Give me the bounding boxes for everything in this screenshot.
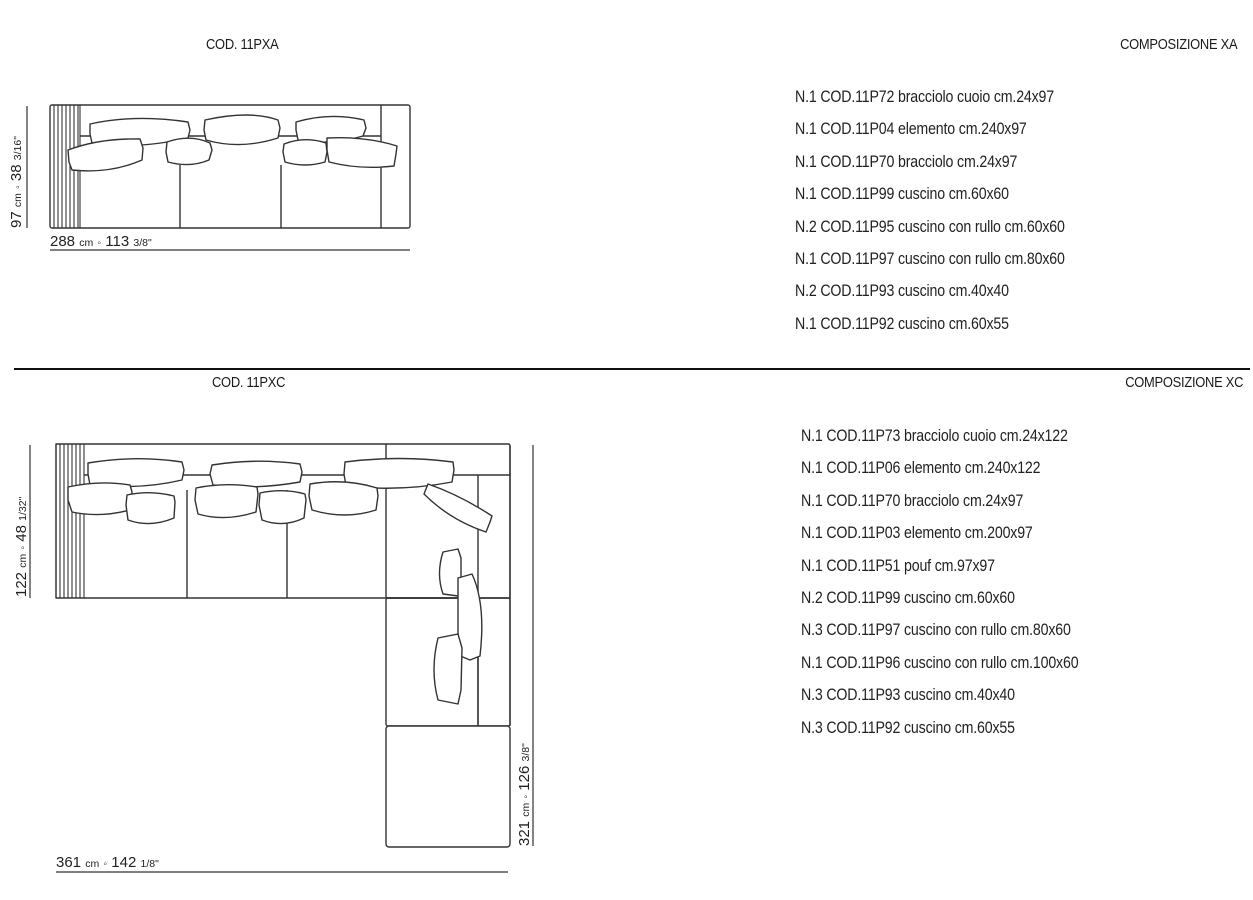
dim-cm-unit: cm bbox=[79, 237, 94, 249]
dim-cm: 288 bbox=[50, 233, 76, 250]
dim-separator: ◦ bbox=[103, 858, 108, 870]
list-item: N.1 COD.11P06 elemento cm.240x122 bbox=[801, 459, 1041, 478]
component-list-xc: N.1 COD.11P73 bracciolo cuoio cm.24x122 … bbox=[801, 426, 1124, 750]
dim-cm: 361 bbox=[56, 854, 82, 871]
list-item: N.1 COD.11P04 elemento cm.240x97 bbox=[795, 120, 1027, 139]
list-item: N.2 COD.11P95 cuscino con rullo cm.60x60 bbox=[795, 217, 1065, 236]
composition-title-xa: COMPOSIZIONE XA bbox=[1119, 36, 1238, 53]
list-item: N.1 COD.11P51 pouf cm.97x97 bbox=[801, 556, 995, 575]
code-label-xc: COD. 11PXC bbox=[212, 374, 286, 391]
dim-in: 113 bbox=[105, 233, 130, 250]
dim-in-frac: 3/8" bbox=[133, 237, 152, 249]
list-item: N.3 COD.11P93 cuscino cm.40x40 bbox=[801, 686, 1015, 705]
list-item: N.1 COD.11P70 bracciolo cm.24x97 bbox=[801, 491, 1024, 510]
list-item: N.3 COD.11P92 cuscino cm.60x55 bbox=[801, 718, 1015, 737]
list-item: N.1 COD.11P73 bracciolo cuoio cm.24x122 bbox=[801, 427, 1068, 445]
section-divider bbox=[14, 368, 1250, 370]
list-item: N.1 COD.11P96 cuscino con rullo cm.100x6… bbox=[801, 653, 1079, 672]
list-item: N.2 COD.11P99 cuscino cm.60x60 bbox=[801, 588, 1015, 607]
component-list-xa: N.1 COD.11P72 bracciolo cuoio cm.24x97 N… bbox=[795, 87, 1109, 346]
list-item: N.1 COD.11P99 cuscino cm.60x60 bbox=[795, 185, 1009, 204]
dim-cm-unit: cm bbox=[85, 858, 100, 870]
list-item: N.2 COD.11P93 cuscino cm.40x40 bbox=[795, 282, 1009, 301]
list-item: N.1 COD.11P92 cuscino cm.60x55 bbox=[795, 314, 1009, 333]
list-item: N.1 COD.11P97 cuscino con rullo cm.80x60 bbox=[795, 249, 1065, 268]
composition-title-xc: COMPOSIZIONE XC bbox=[1125, 374, 1243, 391]
list-item: N.1 COD.11P72 bracciolo cuoio cm.24x97 bbox=[795, 88, 1055, 106]
width-dimension-xa: 288 cm ◦ 113 3/8" bbox=[50, 233, 152, 250]
list-item: N.1 COD.11P03 elemento cm.200x97 bbox=[801, 524, 1033, 543]
list-item: N.3 COD.11P97 cuscino con rullo cm.80x60 bbox=[801, 621, 1071, 640]
width-dimension-xc: 361 cm ◦ 142 1/8" bbox=[56, 854, 159, 871]
dim-in-frac: 1/8" bbox=[140, 858, 159, 870]
dim-separator: ◦ bbox=[97, 237, 102, 249]
code-label-xa: COD. 11PXA bbox=[206, 36, 279, 53]
list-item: N.1 COD.11P70 bracciolo cm.24x97 bbox=[795, 152, 1018, 171]
dim-in: 142 bbox=[111, 854, 137, 871]
